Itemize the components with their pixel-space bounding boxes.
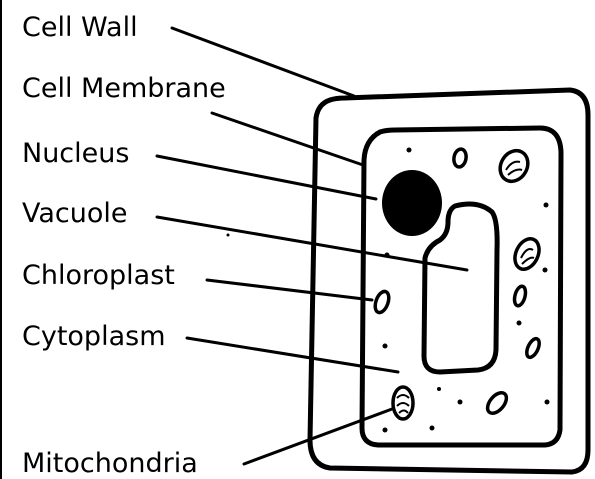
chloroplast-oval — [373, 290, 392, 315]
label-mitochondria: Mitochondria — [22, 448, 198, 479]
label-cell-wall: Cell Wall — [22, 12, 138, 43]
leader-cytoplasm — [187, 338, 398, 372]
label-nucleus: Nucleus — [22, 138, 129, 169]
label-chloroplast: Chloroplast — [22, 260, 175, 291]
label-vacuole: Vacuole — [22, 198, 128, 229]
leader-nucleus — [157, 156, 376, 199]
leader-chloroplast — [207, 280, 372, 300]
mitochondrion — [510, 235, 543, 273]
chloroplast-oval — [453, 148, 468, 168]
label-cell-membrane: Cell Membrane — [22, 73, 226, 104]
chloroplast-oval — [484, 389, 510, 416]
cell-wall-outline — [310, 90, 588, 472]
chloroplast-oval — [524, 337, 542, 359]
vacuole — [424, 204, 497, 372]
chloroplast-oval — [513, 285, 528, 307]
mitochondrion — [393, 387, 413, 419]
nucleus — [382, 170, 442, 236]
leader-mitochondria — [244, 409, 392, 464]
label-cytoplasm: Cytoplasm — [22, 321, 166, 352]
leader-cell-membrane — [212, 113, 363, 165]
mitochondrion — [495, 146, 534, 187]
